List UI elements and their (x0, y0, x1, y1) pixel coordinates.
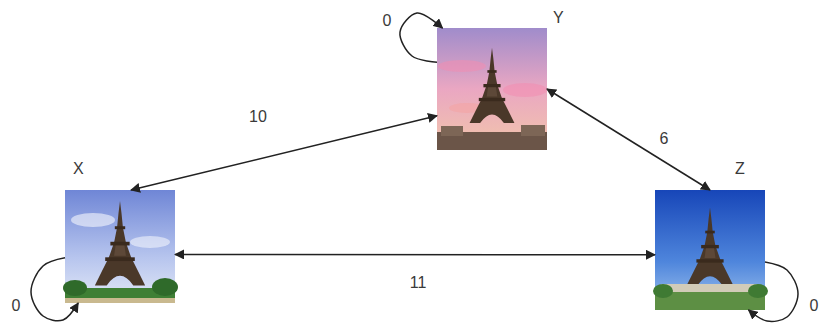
tower (470, 48, 515, 123)
photo-node: Z (655, 190, 765, 310)
eiffel-photo (437, 28, 547, 150)
photo-node: X (65, 190, 175, 303)
self-loop-arrow (31, 258, 78, 321)
tower (95, 201, 145, 285)
eiffel-photo (653, 190, 768, 310)
node-label: X (73, 160, 84, 178)
node-label: Y (553, 9, 564, 27)
tree (748, 284, 768, 298)
tree (152, 278, 178, 296)
ground (655, 292, 765, 310)
photo-node: Y (437, 28, 547, 150)
double-arrow (175, 254, 655, 256)
tree (653, 284, 673, 298)
path (65, 298, 175, 303)
self-loop-arrow (400, 13, 443, 62)
node-label: Z (735, 160, 745, 178)
cloud (438, 60, 486, 72)
building (521, 125, 545, 136)
edge-weight: 0 (808, 297, 821, 315)
sky (437, 28, 547, 150)
double-arrow (547, 89, 710, 190)
edge-weight: 10 (247, 108, 269, 126)
edge-weight: 11 (408, 274, 429, 292)
edge-weight: 6 (658, 130, 671, 148)
self-loop-arrow (749, 262, 799, 321)
cloud (503, 83, 547, 97)
edge-weight: 0 (10, 297, 23, 315)
double-arrow (131, 116, 437, 190)
edge-weight: 0 (381, 12, 394, 30)
tree (63, 280, 87, 296)
eiffel-photo (63, 190, 178, 303)
cloud (130, 236, 170, 248)
tower (687, 208, 733, 286)
cloud (71, 213, 115, 227)
building (441, 126, 463, 136)
